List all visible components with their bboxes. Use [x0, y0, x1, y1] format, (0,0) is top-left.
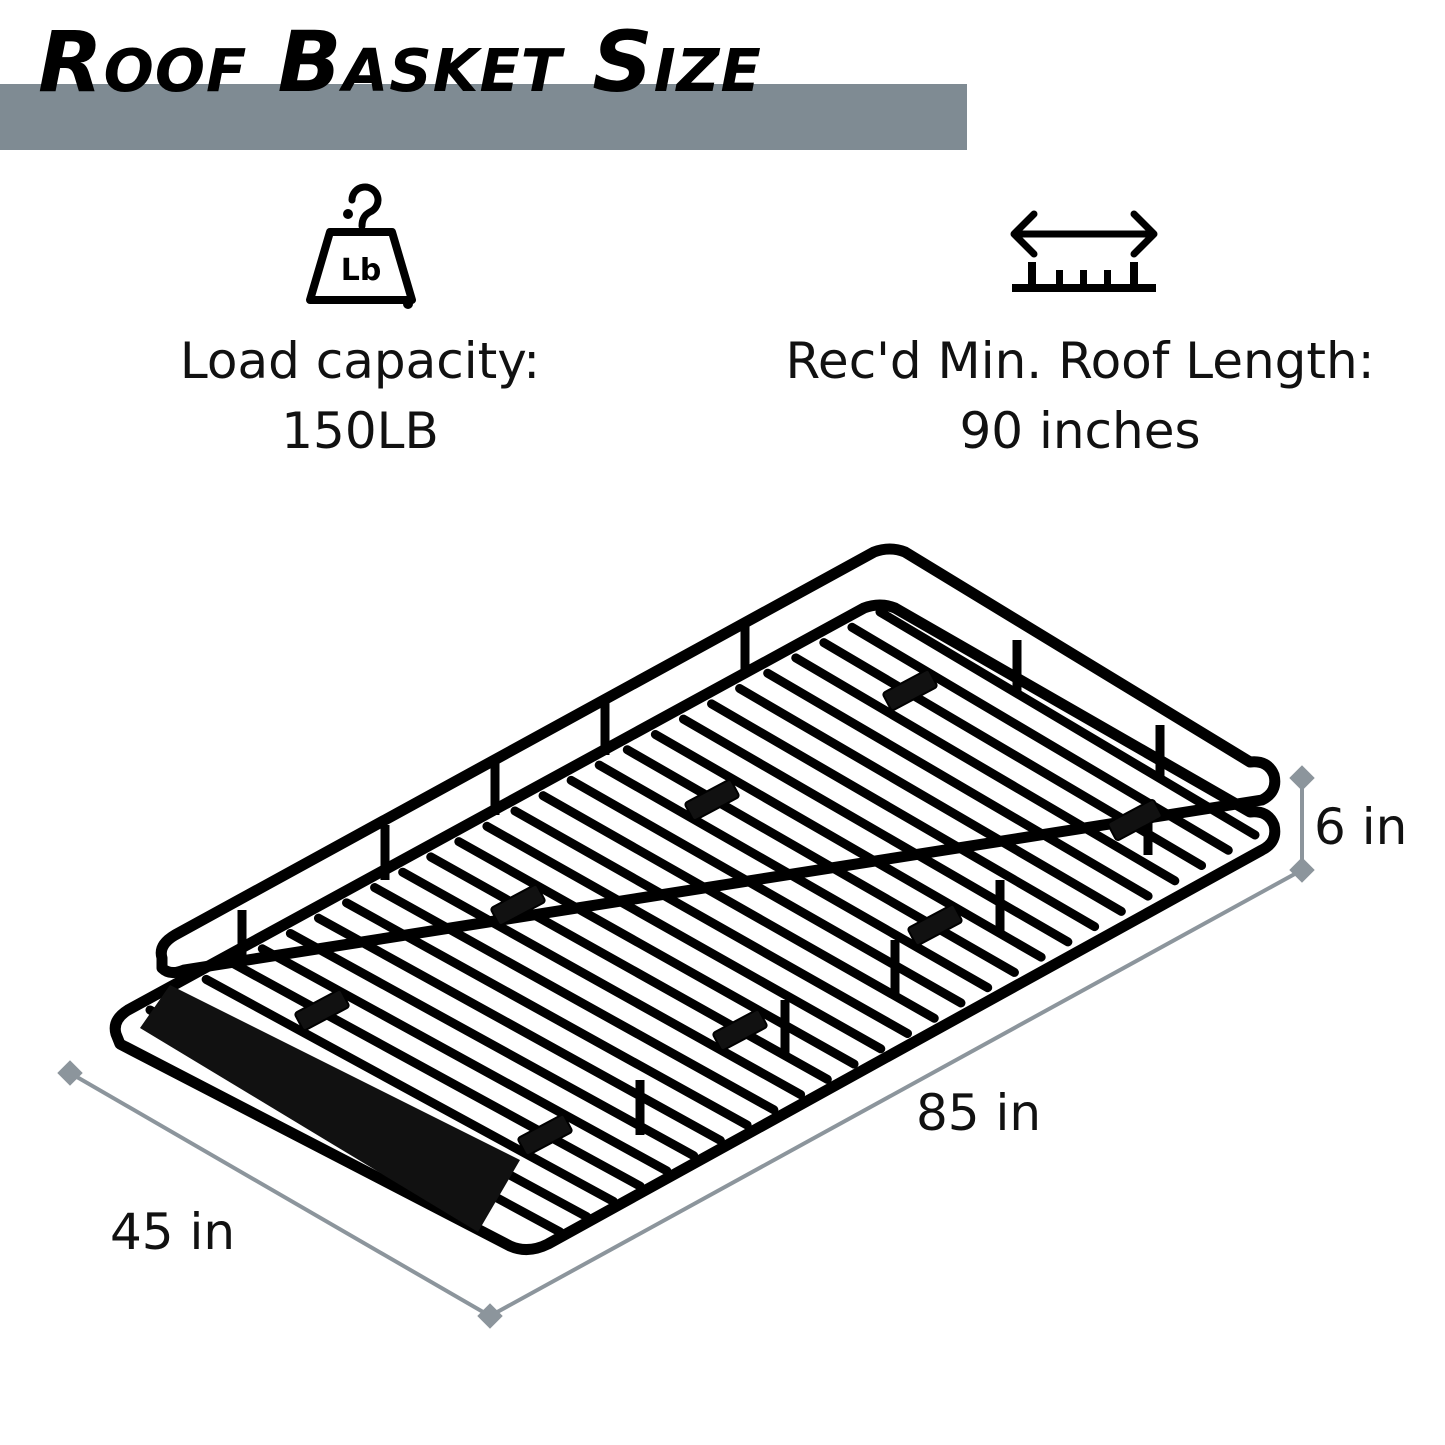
- floor-bar: [257, 944, 672, 1176]
- load-capacity-label: Load capacity:: [179, 332, 541, 390]
- mount-clamp: [882, 669, 938, 711]
- mount-clamp: [712, 1009, 768, 1051]
- dimension-lines: [57, 765, 1315, 1329]
- dim-marker-left: [57, 1060, 83, 1086]
- floor-bar: [538, 791, 939, 1023]
- floor-bar: [791, 653, 1180, 886]
- floor-bar: [622, 745, 1019, 977]
- floor-bar: [313, 913, 725, 1145]
- basket-posts: [237, 620, 1165, 1135]
- width-dimension-label: 45 in: [110, 1203, 236, 1261]
- floor-bar: [735, 684, 1126, 916]
- weight-lb-icon: Lb: [300, 182, 420, 312]
- dim-marker-bottom: [477, 1303, 503, 1329]
- roof-length-value: 90 inches: [959, 402, 1201, 460]
- floor-bar: [763, 668, 1153, 901]
- title-banner: [0, 84, 967, 150]
- floor-bar: [342, 898, 752, 1130]
- floor-bar: [398, 867, 806, 1100]
- mount-clamp: [907, 904, 963, 946]
- roof-length-label: Rec'd Min. Roof Length:: [785, 332, 1375, 390]
- basket-frame: [109, 543, 1281, 1255]
- page-title: Roof Basket Size: [38, 13, 762, 111]
- height-dimension-label: 6 in: [1314, 798, 1408, 856]
- roof-length-text: Rec'd Min. Roof Length: 90 inches: [740, 326, 1420, 466]
- mount-clamp: [490, 884, 546, 926]
- wind-fairing: [140, 985, 520, 1232]
- floor-bar: [707, 699, 1100, 932]
- length-dimension-label: 85 in: [916, 1084, 1042, 1142]
- mount-clamp: [517, 1114, 573, 1156]
- length-ruler-icon: [1008, 208, 1160, 296]
- floor-bar: [426, 852, 832, 1084]
- floor-bar: [875, 607, 1260, 840]
- floor-bar: [650, 729, 1046, 962]
- dim-marker-right: [1289, 857, 1315, 883]
- mounting-clamps: [294, 669, 1163, 1156]
- floor-bar: [285, 928, 699, 1161]
- dim-marker-top: [1289, 765, 1315, 791]
- basket-floor-bars: [145, 607, 1260, 1237]
- load-capacity-value: 150LB: [281, 402, 439, 460]
- load-capacity-text: Load capacity: 150LB: [130, 326, 590, 466]
- floor-bar: [201, 974, 618, 1206]
- floor-bar: [229, 959, 645, 1191]
- mount-clamp: [294, 989, 350, 1031]
- mount-clamp: [684, 779, 740, 821]
- mount-clamp: [1107, 799, 1163, 841]
- weight-icon-label: Lb: [341, 253, 382, 288]
- floor-bar: [482, 821, 886, 1054]
- floor-bar: [510, 806, 912, 1038]
